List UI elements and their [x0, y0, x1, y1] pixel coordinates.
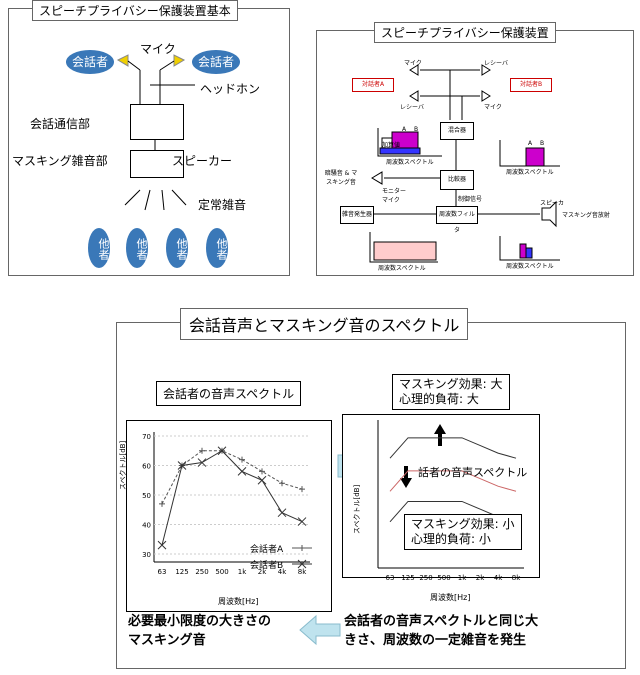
bottom-right-text: 会話者の音声スペクトルと同じ大 きさ、周波数の一定雑音を発生 [344, 612, 538, 650]
bottom-right-line2: きさ、周波数の一定雑音を発生 [344, 631, 538, 650]
bottom-right-line1: 会話者の音声スペクトルと同じ大 [344, 612, 538, 631]
